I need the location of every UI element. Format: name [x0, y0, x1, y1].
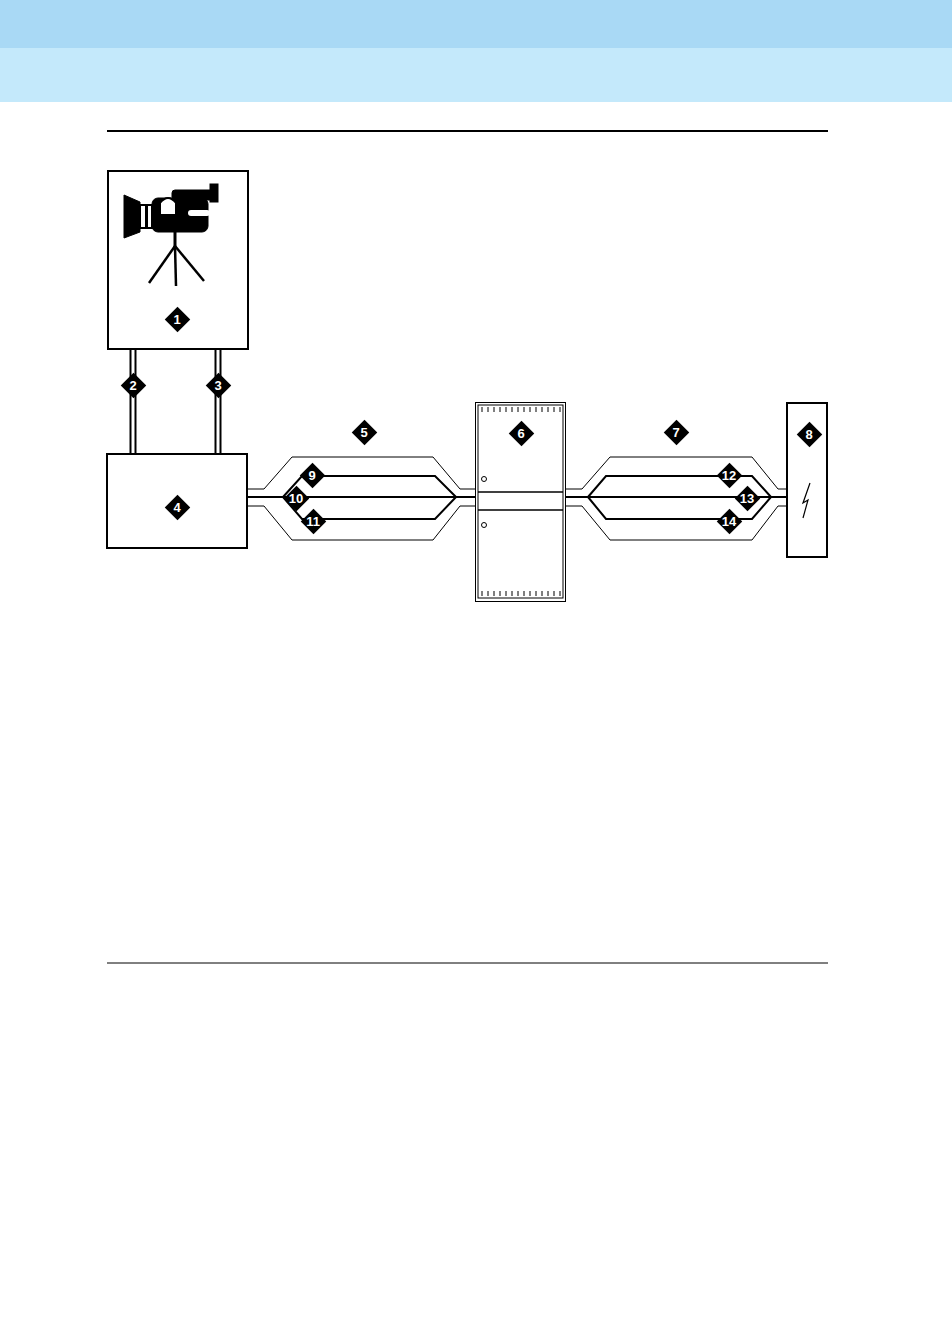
header-band — [0, 48, 952, 102]
rule-line — [107, 130, 828, 132]
callout-text: 7 — [672, 426, 679, 439]
grille-tick — [554, 591, 555, 596]
grille-tick — [482, 407, 483, 412]
grille-tick — [512, 591, 513, 596]
grille-tick — [494, 591, 495, 596]
grille-tick — [482, 591, 483, 596]
cable-gap — [132, 350, 135, 453]
grille-tick — [560, 591, 561, 596]
grille-tick — [524, 407, 525, 412]
cable-conductor — [248, 496, 475, 498]
callout-text: 2 — [129, 379, 136, 392]
callout-number: 13 — [735, 486, 760, 511]
grille-tick — [536, 591, 537, 596]
callout-number: 3 — [206, 373, 231, 398]
callout-number: 12 — [717, 463, 742, 488]
callout-number: 8 — [797, 422, 822, 447]
grille-tick — [506, 407, 507, 412]
callout-number: 10 — [284, 486, 309, 511]
callout-number: 7 — [664, 420, 689, 445]
grille-tick — [536, 407, 537, 412]
camera-box: 1 — [107, 170, 249, 350]
grille-tick — [518, 591, 519, 596]
cabinet-detail — [478, 405, 563, 598]
grille-tick — [524, 591, 525, 596]
power-box: 8 — [786, 402, 828, 558]
equipment-cabinet: 6 — [475, 402, 566, 602]
callout-text: 3 — [214, 379, 221, 392]
grille-tick — [530, 407, 531, 412]
cable-gap — [217, 350, 220, 453]
callout-text: 6 — [517, 427, 524, 440]
rule-line — [107, 963, 828, 964]
callout-text: 14 — [722, 515, 736, 528]
double-cable — [130, 350, 137, 453]
grille-tick — [494, 407, 495, 412]
controller-box: 4 — [106, 453, 248, 549]
callout-text: 4 — [173, 501, 180, 514]
callout-text: 13 — [740, 492, 754, 505]
header-band — [0, 0, 952, 48]
grille-tick — [542, 407, 543, 412]
double-cable — [215, 350, 222, 453]
callout-number: 5 — [352, 420, 377, 445]
callout-number: 14 — [717, 509, 742, 534]
grille-tick — [488, 591, 489, 596]
grille-tick — [518, 407, 519, 412]
callout-text: 9 — [308, 469, 315, 482]
grille-tick — [542, 591, 543, 596]
callout-text: 10 — [289, 492, 303, 505]
callout-number: 4 — [165, 495, 190, 520]
callout-number: 1 — [165, 307, 190, 332]
grille-tick — [512, 407, 513, 412]
power-symbol — [803, 483, 810, 518]
callout-number: 2 — [121, 373, 146, 398]
callout-number: 11 — [301, 509, 326, 534]
callout-text: 11 — [306, 515, 320, 528]
callout-number: 9 — [300, 463, 325, 488]
grille-tick — [506, 591, 507, 596]
grille-tick — [488, 407, 489, 412]
callout-number: 6 — [509, 421, 534, 446]
grille-tick — [548, 407, 549, 412]
callout-text: 5 — [360, 426, 367, 439]
grille-tick — [500, 591, 501, 596]
grille-tick — [548, 591, 549, 596]
grille-tick — [530, 591, 531, 596]
grille-tick — [500, 407, 501, 412]
camera-illustration — [124, 184, 218, 286]
callout-text: 8 — [805, 428, 812, 441]
callout-text: 12 — [722, 469, 736, 482]
grille-tick — [554, 407, 555, 412]
cable-sheath — [247, 457, 787, 540]
callout-text: 1 — [173, 313, 180, 326]
grille-tick — [560, 407, 561, 412]
